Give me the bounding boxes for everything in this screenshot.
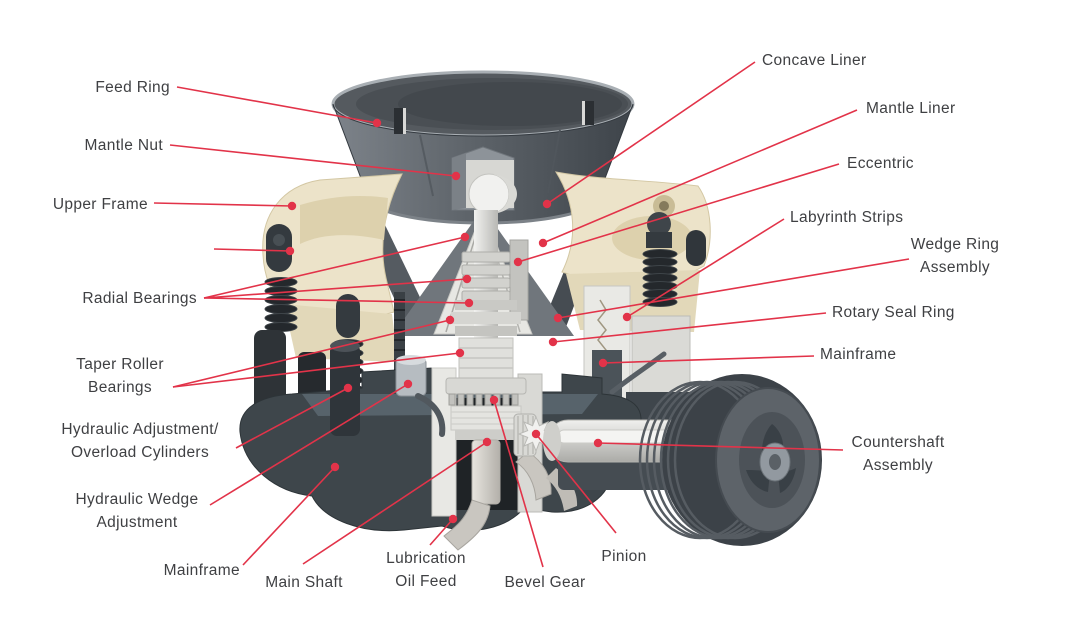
leader-line-pinion bbox=[535, 433, 617, 534]
callout-rotary-seal-ring: Rotary Seal Ring bbox=[832, 301, 955, 324]
leader-dot-lubrication-oil-feed bbox=[448, 514, 458, 524]
callout-eccentric: Eccentric bbox=[847, 152, 914, 175]
leader-line-concave-liner bbox=[546, 61, 756, 205]
callout-wedge-ring-assembly-line-0: Wedge Ring bbox=[910, 236, 1000, 253]
callout-mainframe-right-line-0: Mainframe bbox=[820, 346, 897, 363]
callout-rotary-seal-ring-line-0: Rotary Seal Ring bbox=[832, 304, 955, 321]
leader-line-mainframe-left bbox=[242, 466, 336, 566]
leader-dot-radial-bearings bbox=[462, 274, 472, 284]
leader-dot-eccentric bbox=[513, 257, 523, 267]
callout-mainframe-right: Mainframe bbox=[820, 343, 896, 366]
callout-main-shaft-line-0: Main Shaft bbox=[265, 574, 343, 591]
leader-dot-taper-roller-bearings bbox=[445, 315, 455, 325]
leader-dot-radial-bearings bbox=[464, 298, 474, 308]
callout-upper-frame-line-0: Upper Frame bbox=[52, 196, 148, 213]
leader-line-feed-ring bbox=[176, 86, 378, 124]
callout-mainframe-left: Mainframe bbox=[164, 559, 240, 582]
callout-upper-frame: Upper Frame bbox=[53, 193, 148, 216]
leader-dot-rotary-seal-ring bbox=[548, 337, 558, 347]
callout-radial-bearings-line-0: Radial Bearings bbox=[82, 290, 197, 307]
leader-dot-taper-roller-bearings bbox=[455, 348, 465, 358]
leader-line-radial-bearings bbox=[203, 278, 468, 299]
leader-dot-unlabeled-pointer bbox=[285, 246, 295, 256]
leader-dot-mantle-liner bbox=[538, 238, 548, 248]
callout-lubrication-oil-feed-line-1: Oil Feed bbox=[395, 573, 457, 590]
leader-line-mainframe-right bbox=[602, 355, 815, 364]
leader-line-countershaft-assembly bbox=[597, 442, 844, 451]
callout-eccentric-line-0: Eccentric bbox=[847, 155, 914, 172]
callout-taper-roller-bearings-line-1: Bearings bbox=[88, 379, 152, 396]
mantle-nut-cap bbox=[451, 146, 517, 215]
callout-concave-liner: Concave Liner bbox=[762, 49, 867, 72]
callout-hydraulic-wedge-adjustment-line-0: Hydraulic Wedge bbox=[75, 491, 199, 508]
leader-dot-concave-liner bbox=[542, 199, 552, 209]
leader-line-upper-frame bbox=[153, 202, 293, 207]
callout-countershaft-assembly-line-1: Assembly bbox=[863, 457, 933, 474]
leader-dot-pinion bbox=[531, 429, 541, 439]
drive-pulley bbox=[638, 374, 822, 546]
callout-wedge-ring-assembly-line-1: Assembly bbox=[920, 259, 990, 276]
leader-dot-upper-frame bbox=[287, 201, 297, 211]
callout-hydraulic-wedge-adjustment-line-1: Adjustment bbox=[96, 514, 178, 531]
callout-pinion-line-0: Pinion bbox=[601, 548, 647, 565]
leader-dot-mainframe-left bbox=[330, 462, 340, 472]
callout-mantle-liner-line-0: Mantle Liner bbox=[866, 100, 956, 117]
leader-line-wedge-ring-assembly bbox=[557, 258, 910, 319]
leader-line-radial-bearings bbox=[203, 297, 470, 304]
callout-bevel-gear: Bevel Gear bbox=[504, 571, 585, 594]
callout-mantle-nut: Mantle Nut bbox=[85, 134, 163, 157]
leader-line-taper-roller-bearings bbox=[172, 352, 461, 388]
leader-line-bevel-gear bbox=[493, 399, 544, 568]
leader-line-taper-roller-bearings bbox=[172, 319, 451, 388]
leader-dot-bevel-gear bbox=[489, 395, 499, 405]
leader-dot-hydraulic-wedge-adjustment bbox=[403, 379, 413, 389]
leader-line-main-shaft bbox=[302, 441, 488, 565]
leader-line-lubrication-oil-feed bbox=[429, 518, 454, 546]
leader-dot-hydraulic-adjustment-overload-cylinders bbox=[343, 383, 353, 393]
callout-main-shaft: Main Shaft bbox=[265, 571, 343, 594]
leader-dot-main-shaft bbox=[482, 437, 492, 447]
leader-line-mantle-liner bbox=[542, 109, 858, 244]
callout-lubrication-oil-feed-line-0: Lubrication bbox=[386, 550, 466, 567]
callout-bevel-gear-line-0: Bevel Gear bbox=[504, 574, 586, 591]
callout-feed-ring: Feed Ring bbox=[95, 76, 170, 99]
callout-countershaft-assembly-line-0: Countershaft bbox=[851, 434, 945, 451]
callout-radial-bearings: Radial Bearings bbox=[82, 287, 197, 310]
callout-mainframe-left-line-0: Mainframe bbox=[163, 562, 240, 579]
leader-line-labyrinth-strips bbox=[626, 218, 785, 318]
callout-labyrinth-strips-line-0: Labyrinth Strips bbox=[790, 209, 904, 226]
callout-mantle-nut-line-0: Mantle Nut bbox=[84, 137, 163, 154]
callout-concave-liner-line-0: Concave Liner bbox=[762, 52, 867, 69]
callout-feed-ring-line-0: Feed Ring bbox=[95, 79, 170, 96]
leader-dot-mantle-nut bbox=[451, 171, 461, 181]
callout-hydraulic-adjustment-overload-cylinders-line-0: Hydraulic Adjustment/ bbox=[61, 421, 219, 438]
callout-hydraulic-adjustment-overload-cylinders-line-1: Overload Cylinders bbox=[70, 444, 210, 461]
leader-line-hydraulic-adjustment-overload-cylinders bbox=[235, 387, 349, 449]
leader-dot-wedge-ring-assembly bbox=[553, 313, 563, 323]
callout-pinion: Pinion bbox=[601, 545, 646, 568]
leader-line-eccentric bbox=[517, 163, 840, 263]
leader-dot-labyrinth-strips bbox=[622, 312, 632, 322]
callout-mantle-liner: Mantle Liner bbox=[866, 97, 956, 120]
callout-taper-roller-bearings-line-0: Taper Roller bbox=[76, 356, 164, 373]
leader-dot-mainframe-right bbox=[598, 358, 608, 368]
callout-labyrinth-strips: Labyrinth Strips bbox=[790, 206, 903, 229]
leader-line-mantle-nut bbox=[169, 144, 457, 177]
leader-line-radial-bearings bbox=[203, 236, 466, 299]
leader-dot-feed-ring bbox=[372, 118, 382, 128]
leader-line-hydraulic-wedge-adjustment bbox=[209, 383, 409, 506]
leader-line-unlabeled-pointer bbox=[213, 248, 291, 252]
leader-dot-radial-bearings bbox=[460, 232, 470, 242]
leader-dot-countershaft-assembly bbox=[593, 438, 603, 448]
callout-hydraulic-adjustment-overload-cylinders: Hydraulic Adjustment/Overload Cylinders bbox=[61, 418, 218, 464]
leader-line-rotary-seal-ring bbox=[552, 312, 827, 343]
